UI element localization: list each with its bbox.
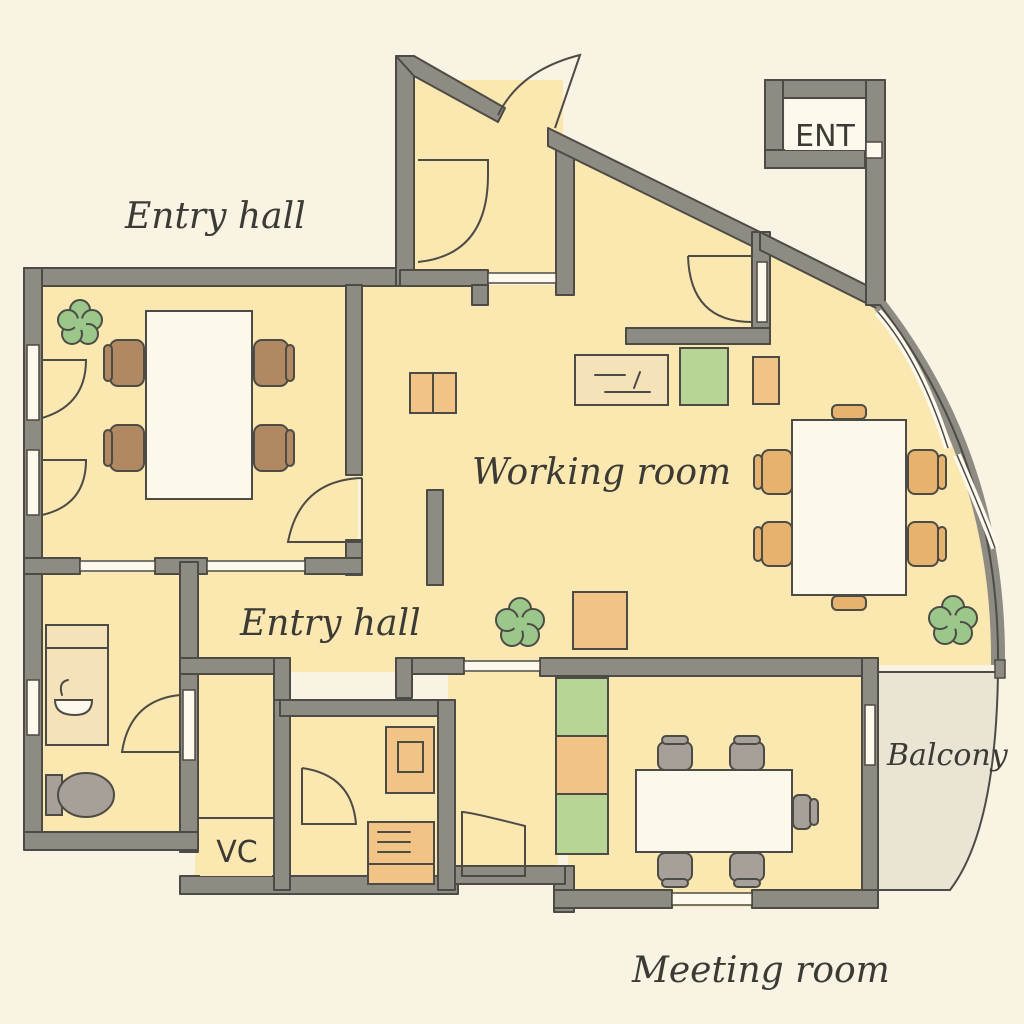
sink-icon: [53, 699, 94, 717]
sink-counter: [45, 624, 109, 746]
closet-door: [301, 767, 358, 825]
label-working-room: Working room: [472, 452, 731, 493]
label-entry-hall-middle: Entry hall: [239, 603, 421, 644]
bath-door: [120, 694, 181, 753]
meeting-room-furniture: [555, 677, 819, 888]
work-table: [791, 419, 907, 596]
office-left-door-2: [41, 459, 88, 516]
working-room-furniture: [409, 347, 978, 650]
small-box: [752, 356, 780, 405]
inner-door: [687, 255, 753, 324]
desk: [574, 354, 669, 406]
label-balcony: Balcony: [886, 738, 1009, 773]
plant-icon: [57, 299, 103, 345]
ent-sign-bg: [785, 100, 865, 150]
plant-icon: [928, 595, 978, 645]
left-office-furniture: [57, 299, 295, 500]
top-door: [497, 53, 582, 129]
entrance-sign: ENT: [795, 119, 855, 154]
doors: [41, 53, 753, 877]
shelf: [385, 726, 435, 794]
room-labels: Entry hall Working room Entry hall Balco…: [124, 119, 1009, 991]
label-meeting-room: Meeting room: [631, 950, 890, 991]
green-cabinet: [679, 347, 729, 406]
vc-sign: VC: [216, 835, 257, 870]
windows: [26, 141, 1006, 906]
left-table: [145, 310, 253, 500]
meeting-table: [635, 769, 793, 853]
vc-closet: [200, 818, 272, 876]
office-left-door-1: [41, 359, 88, 419]
square-box: [572, 591, 628, 650]
balcony-area: [877, 671, 1000, 891]
corridor-south-door: [461, 810, 526, 877]
toilet-icon: [57, 772, 115, 818]
bathroom-fixtures: [45, 624, 435, 885]
plant-icon: [495, 597, 545, 647]
office-door: [286, 477, 363, 543]
label-entry-hall-top: Entry hall: [124, 196, 306, 237]
corridor-door: [417, 159, 489, 263]
